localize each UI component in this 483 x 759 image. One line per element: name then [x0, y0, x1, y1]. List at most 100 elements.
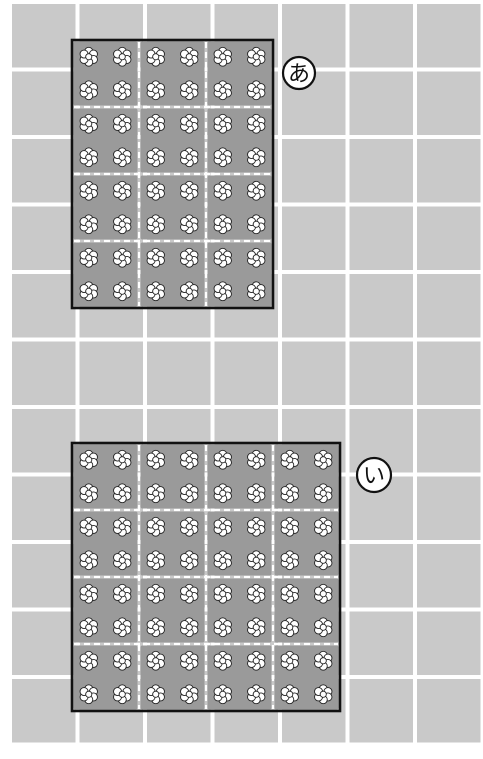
grid-cell	[350, 544, 414, 608]
flower-icon	[181, 685, 198, 704]
grid-cell	[417, 409, 481, 473]
grid-cell	[350, 274, 414, 338]
flower-icon	[214, 181, 231, 200]
grid-cell	[12, 139, 76, 203]
flower-icon	[147, 450, 164, 469]
grid-cell	[80, 342, 144, 406]
flower-icon	[248, 484, 265, 503]
grid-cell	[417, 139, 481, 203]
flower-icon	[214, 618, 231, 637]
flower-icon	[248, 450, 265, 469]
grid-cell	[417, 342, 481, 406]
flower-icon	[214, 81, 231, 100]
flower-icon	[181, 114, 198, 133]
flower-icon	[147, 181, 164, 200]
flower-icon	[114, 215, 131, 234]
flower-icon	[181, 282, 198, 301]
grid-cell	[350, 207, 414, 271]
grid-cell	[350, 139, 414, 203]
flower-icon	[147, 47, 164, 66]
flower-icon	[214, 484, 231, 503]
flower-icon	[80, 248, 97, 267]
flower-icon	[181, 81, 198, 100]
flower-icon	[214, 47, 231, 66]
flower-icon	[181, 215, 198, 234]
flower-icon	[114, 282, 131, 301]
flower-icon	[248, 47, 265, 66]
flower-icon	[315, 618, 332, 637]
flower-icon	[147, 517, 164, 536]
flower-icon	[315, 584, 332, 603]
flower-icon	[214, 685, 231, 704]
flower-icon	[248, 685, 265, 704]
label-a: あ	[283, 57, 315, 89]
grid-cell	[282, 207, 346, 271]
flower-icon	[80, 81, 97, 100]
grid-cell	[417, 4, 481, 68]
flower-icon	[214, 282, 231, 301]
flower-icon	[80, 685, 97, 704]
flower-icon	[147, 248, 164, 267]
flower-icon	[281, 517, 298, 536]
flower-icon	[281, 651, 298, 670]
flower-icon	[80, 450, 97, 469]
flower-icon	[214, 215, 231, 234]
flower-icon	[114, 517, 131, 536]
grid-cell	[282, 274, 346, 338]
flower-icon	[181, 47, 198, 66]
flower-icon	[214, 517, 231, 536]
flower-icon	[315, 450, 332, 469]
flower-icon	[114, 81, 131, 100]
flower-icon	[281, 450, 298, 469]
flower-icon	[281, 618, 298, 637]
flower-icon	[181, 517, 198, 536]
flower-icon	[80, 584, 97, 603]
flower-icon	[281, 685, 298, 704]
grid-cell	[350, 4, 414, 68]
flower-icon	[80, 517, 97, 536]
flower-icon	[147, 81, 164, 100]
flower-icon	[181, 248, 198, 267]
flower-icon	[147, 685, 164, 704]
flower-icon	[114, 484, 131, 503]
label-i: い	[357, 458, 391, 492]
flower-icon	[181, 450, 198, 469]
flower-icon	[181, 181, 198, 200]
flower-icon	[114, 248, 131, 267]
flower-icon	[80, 651, 97, 670]
grid-cell	[12, 207, 76, 271]
label-a-text: あ	[288, 62, 310, 87]
grid-cell	[350, 72, 414, 136]
flower-icon	[80, 484, 97, 503]
flower-icon	[181, 651, 198, 670]
flower-icon	[248, 282, 265, 301]
flower-icon	[281, 484, 298, 503]
flower-icon	[248, 618, 265, 637]
grid-cell	[12, 4, 76, 68]
flower-icon	[315, 551, 332, 570]
flower-icon	[181, 551, 198, 570]
grid-cell	[12, 544, 76, 608]
grid-cell	[417, 72, 481, 136]
flower-icon	[248, 651, 265, 670]
flower-icon	[114, 148, 131, 167]
grid-cell	[417, 544, 481, 608]
flower-icon	[147, 651, 164, 670]
flower-icon	[248, 81, 265, 100]
flower-icon	[281, 584, 298, 603]
grid-cell	[12, 679, 76, 743]
flower-icon	[147, 215, 164, 234]
flower-icon	[80, 618, 97, 637]
flower-icon	[214, 551, 231, 570]
flower-icon	[114, 685, 131, 704]
grid-cell	[417, 477, 481, 541]
flower-icon	[80, 282, 97, 301]
flower-icon	[181, 484, 198, 503]
flower-icon	[315, 685, 332, 704]
flower-icon	[147, 484, 164, 503]
flower-icon	[114, 551, 131, 570]
flower-icon	[114, 114, 131, 133]
flower-icon	[214, 148, 231, 167]
grid-cell	[12, 409, 76, 473]
